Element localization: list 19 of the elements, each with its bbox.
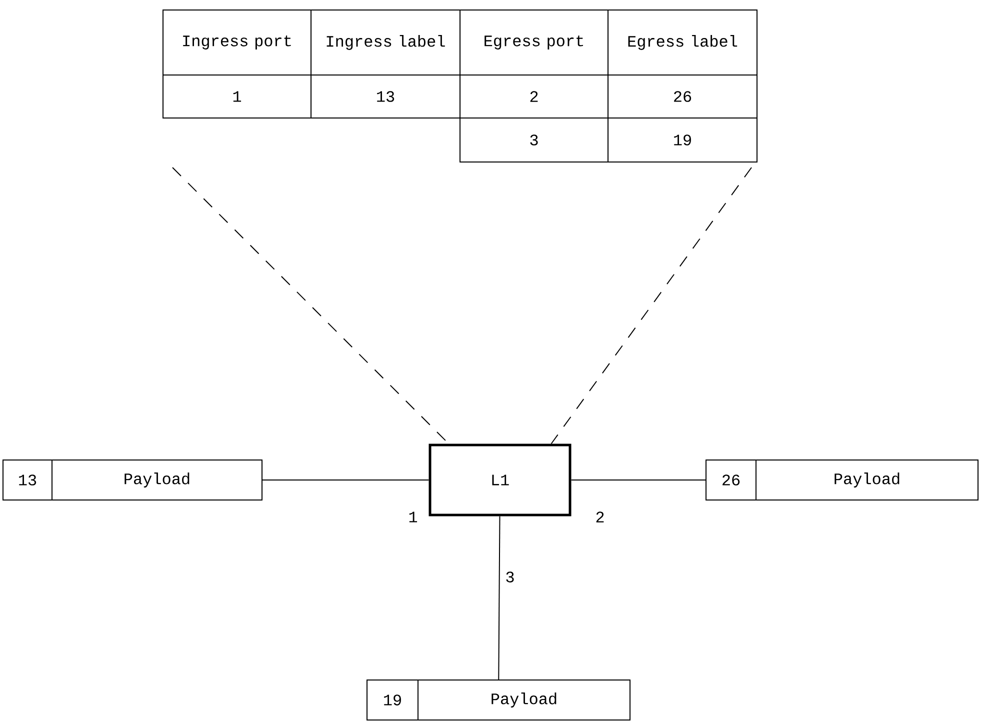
table-cell: Ingress label [310,10,460,76]
packet-box: 13 Payload [2,460,262,500]
table-cell: 13 [310,74,460,118]
packet-box: 26 Payload [706,460,979,500]
port-number: 3 [504,570,516,584]
packet-box: 19 Payload [366,680,631,720]
table-cell: 26 [608,74,758,118]
table-cell: 19 [608,118,758,162]
table-cell: Egress port [460,10,608,76]
port-number: 2 [594,510,606,524]
table-cell: 3 [460,118,608,162]
connector-line [550,167,752,444]
router-box: L1 [428,444,572,516]
connector-line [498,516,500,680]
table-cell: Egress label [608,10,758,76]
table-cell: 2 [460,74,608,118]
table-cell: Ingress port [162,10,312,76]
table-cell: 1 [162,74,312,118]
port-number: 1 [407,510,419,524]
